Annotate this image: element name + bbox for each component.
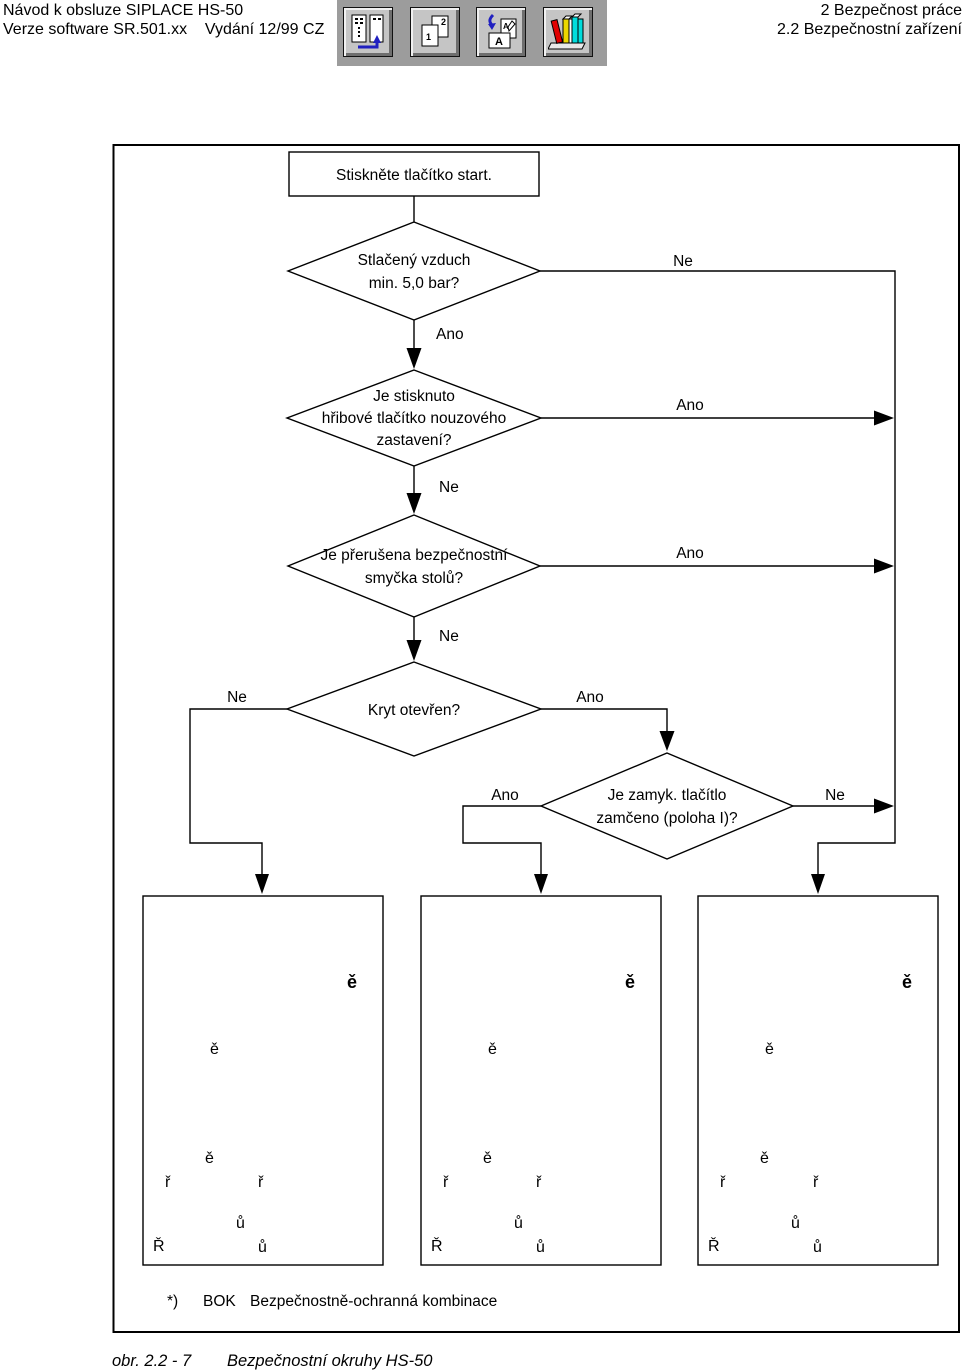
- page-front-number: 1: [426, 32, 431, 42]
- decision-estop-line2: hřibové tlačítko nouzového: [322, 410, 506, 427]
- search-letter-big: A: [495, 36, 503, 48]
- edge-label-d2-no: Ne: [439, 479, 459, 496]
- arrowhead-into-d2: [406, 348, 422, 369]
- diagram-frame: [112, 144, 960, 1333]
- result-box-3: [697, 895, 939, 1266]
- decision-lock-line2: zamčeno (poloha I)?: [596, 810, 738, 827]
- decision-lock-line1: Je zamyk. tlačítlo: [608, 787, 727, 804]
- edge-label-d5-yes: Ano: [491, 787, 519, 804]
- arrowhead-into-d5: [659, 731, 675, 751]
- stray-glyph: ů: [514, 1214, 523, 1232]
- stray-glyph: ě: [205, 1150, 214, 1167]
- stray-glyph: Ř: [708, 1236, 720, 1255]
- edge-label-d2-yes: Ano: [676, 397, 704, 414]
- edge-label-d3-no: Ne: [439, 628, 459, 645]
- footnote-abbr: BOK: [203, 1293, 236, 1310]
- decision-loop-line1: Je přerušena bezpečnostní: [321, 547, 509, 564]
- stray-glyph: ř: [720, 1174, 726, 1191]
- section-title: 2.2 Bezpečnostní zařízení: [777, 21, 962, 38]
- search-letter-small: A: [503, 22, 509, 31]
- page-order-button[interactable]: 2 1: [410, 7, 460, 57]
- stray-glyph: ě: [765, 1041, 774, 1058]
- library-icon: [548, 13, 586, 50]
- decision-cover: [284, 661, 544, 757]
- search-button[interactable]: A A: [476, 7, 526, 57]
- stray-glyph: Ř: [153, 1236, 165, 1255]
- decision-air-line2: min. 5,0 bar?: [369, 275, 460, 292]
- edge-label-d4-no: Ne: [227, 689, 247, 706]
- doc-title: Návod k obsluze SIPLACE HS-50: [3, 2, 244, 19]
- edge-label-d4-yes: Ano: [576, 689, 604, 706]
- stray-glyph: ř: [813, 1174, 819, 1191]
- stray-glyph: Ř: [431, 1236, 443, 1255]
- stray-glyph: ě: [210, 1041, 219, 1058]
- stray-glyph: ě: [902, 972, 912, 992]
- arrowhead-into-d3: [406, 493, 422, 514]
- result-box-1: [142, 895, 384, 1266]
- stray-glyph: ř: [443, 1174, 449, 1191]
- page-back-number: 2: [441, 17, 446, 27]
- decision-loop-line2: smyčka stolů?: [365, 570, 464, 587]
- decision-loop: [286, 514, 542, 618]
- figure-title: Bezpečnostní okruhy HS-50: [227, 1352, 433, 1370]
- connector-d4-yes: [541, 708, 668, 732]
- connector-d5-yes: [462, 805, 542, 876]
- page-order-icon: 2 1: [421, 15, 449, 47]
- stray-glyph: ř: [258, 1174, 264, 1191]
- stray-glyph: ě: [483, 1150, 492, 1167]
- stray-glyph: ě: [625, 972, 635, 992]
- contents-button[interactable]: [343, 7, 393, 57]
- stray-glyph: ě: [488, 1041, 497, 1058]
- arrowhead-into-box3: [811, 874, 825, 894]
- start-box-label: Stiskněte tlačítko start.: [336, 167, 492, 184]
- arrowhead-into-box2: [534, 874, 548, 894]
- decision-lock: [539, 752, 795, 860]
- decision-estop-line1: Je stisknuto: [373, 388, 455, 405]
- arrowhead-into-box1: [255, 874, 269, 894]
- stray-glyph: ě: [347, 972, 357, 992]
- edge-label-d1-no: Ne: [673, 253, 693, 270]
- contents-icon: [351, 14, 384, 49]
- arrowhead-d3-yes: [874, 558, 894, 574]
- search-icon: A A: [488, 13, 517, 49]
- stray-glyph: ů: [813, 1238, 822, 1256]
- arrowhead-into-d4: [406, 640, 422, 661]
- decision-air-line1: Stlačený vzduch: [358, 252, 471, 269]
- stray-glyph: ů: [258, 1238, 267, 1256]
- stray-glyph: ř: [536, 1174, 542, 1191]
- connector-no-air-right-rail: [540, 270, 896, 876]
- footnote-star: *): [167, 1293, 178, 1310]
- edge-label-d1-yes: Ano: [436, 326, 464, 343]
- chapter-title: 2 Bezpečnost práce: [820, 2, 962, 19]
- decision-estop-line3: zastavení?: [377, 432, 452, 449]
- doc-version: Verze software SR.501.xx Vydání 12/99 CZ: [3, 21, 325, 38]
- decision-cover-line1: Kryt otevřen?: [368, 702, 461, 719]
- footnote-text: Bezpečnostně-ochranná kombinace: [250, 1293, 497, 1310]
- header-right: 2 Bezpečnost práce 2.2 Bezpečnostní zaříz…: [777, 1, 962, 39]
- result-box-2: [420, 895, 662, 1266]
- connector-d4-no: [189, 708, 287, 876]
- stray-glyph: ů: [536, 1238, 545, 1256]
- stray-glyph: ě: [760, 1150, 769, 1167]
- stray-glyph: ů: [236, 1214, 245, 1232]
- arrowhead-d5-no: [874, 798, 894, 814]
- figure-label: obr. 2.2 - 7: [112, 1352, 192, 1370]
- decision-air: [286, 221, 542, 321]
- edge-label-d5-no: Ne: [825, 787, 845, 804]
- stray-glyph: ů: [791, 1214, 800, 1232]
- stray-glyph: ř: [165, 1174, 171, 1191]
- arrowhead-d2-yes: [874, 410, 894, 426]
- viewer-toolbar: 2 1 A A: [337, 0, 607, 66]
- library-button[interactable]: [543, 7, 593, 57]
- edge-label-d3-yes: Ano: [676, 545, 704, 562]
